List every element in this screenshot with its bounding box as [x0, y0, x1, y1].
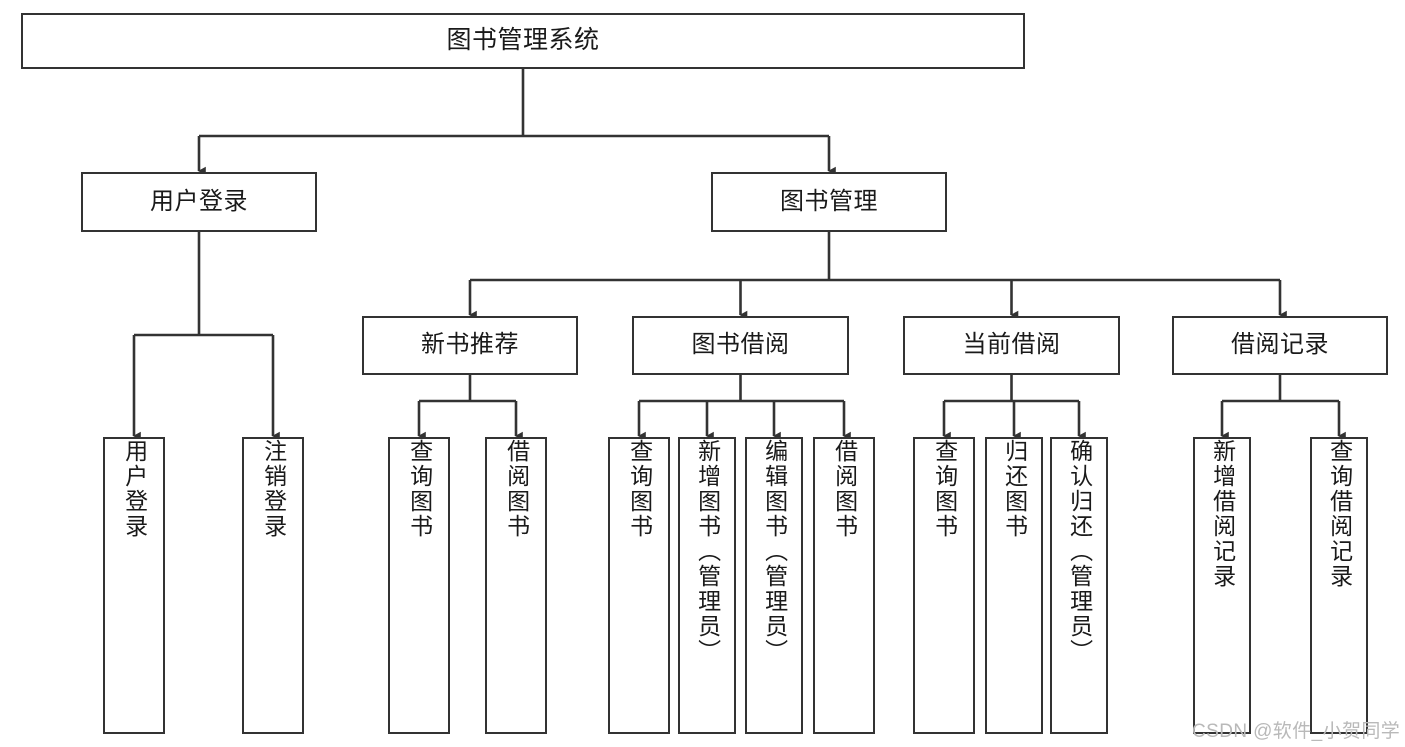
node-leaf-query-borrow-record[interactable]: 查询借阅记录: [1310, 437, 1368, 734]
node-book-borrow[interactable]: 图书借阅: [632, 316, 849, 375]
node-leaf-confirm-return[interactable]: 确认归还（管理员）: [1050, 437, 1108, 734]
node-label-leaf-logout-login: 注销登录: [260, 439, 287, 539]
node-leaf-borrow-book-2[interactable]: 借阅图书: [813, 437, 875, 734]
node-label-leaf-edit-book: 编辑图书（管理员）: [761, 439, 788, 664]
node-leaf-edit-book[interactable]: 编辑图书（管理员）: [745, 437, 803, 734]
node-label-leaf-query-book-2: 查询图书: [626, 439, 653, 539]
node-label-current-borrow: 当前借阅: [962, 331, 1061, 359]
node-leaf-user-login[interactable]: 用户登录: [103, 437, 165, 734]
node-label-leaf-confirm-return: 确认归还（管理员）: [1066, 439, 1093, 664]
node-label-leaf-query-borrow-record: 查询借阅记录: [1326, 439, 1353, 589]
node-label-leaf-query-book-1: 查询图书: [406, 439, 433, 539]
node-label-root: 图书管理系统: [446, 26, 600, 55]
node-book-management[interactable]: 图书管理: [711, 172, 947, 232]
node-root[interactable]: 图书管理系统: [21, 13, 1025, 69]
node-leaf-logout-login[interactable]: 注销登录: [242, 437, 304, 734]
node-label-leaf-user-login: 用户登录: [121, 439, 148, 539]
node-label-leaf-query-book-3: 查询图书: [931, 439, 958, 539]
node-new-book-recommend[interactable]: 新书推荐: [362, 316, 578, 375]
node-label-borrow-record: 借阅记录: [1231, 331, 1329, 359]
node-label-leaf-return-book: 归还图书: [1001, 439, 1028, 539]
node-label-leaf-add-book: 新增图书（管理员）: [694, 439, 721, 664]
node-label-leaf-borrow-book-1: 借阅图书: [503, 439, 530, 539]
node-label-book-management: 图书管理: [780, 187, 878, 215]
node-leaf-borrow-book-1[interactable]: 借阅图书: [485, 437, 547, 734]
node-label-leaf-add-borrow-record: 新增借阅记录: [1209, 439, 1236, 589]
node-leaf-add-book[interactable]: 新增图书（管理员）: [678, 437, 736, 734]
node-label-new-book-recommend: 新书推荐: [421, 331, 519, 359]
node-leaf-query-book-1[interactable]: 查询图书: [388, 437, 450, 734]
node-leaf-query-book-2[interactable]: 查询图书: [608, 437, 670, 734]
node-label-user-login: 用户登录: [150, 187, 248, 215]
node-label-book-borrow: 图书借阅: [691, 331, 790, 359]
csdn-watermark: CSDN @软件_小贺同学: [1192, 721, 1401, 742]
node-current-borrow[interactable]: 当前借阅: [903, 316, 1120, 375]
node-borrow-record[interactable]: 借阅记录: [1172, 316, 1388, 375]
node-leaf-add-borrow-record[interactable]: 新增借阅记录: [1193, 437, 1251, 734]
node-leaf-query-book-3[interactable]: 查询图书: [913, 437, 975, 734]
node-leaf-return-book[interactable]: 归还图书: [985, 437, 1043, 734]
node-label-leaf-borrow-book-2: 借阅图书: [831, 439, 858, 539]
node-user-login[interactable]: 用户登录: [81, 172, 317, 232]
